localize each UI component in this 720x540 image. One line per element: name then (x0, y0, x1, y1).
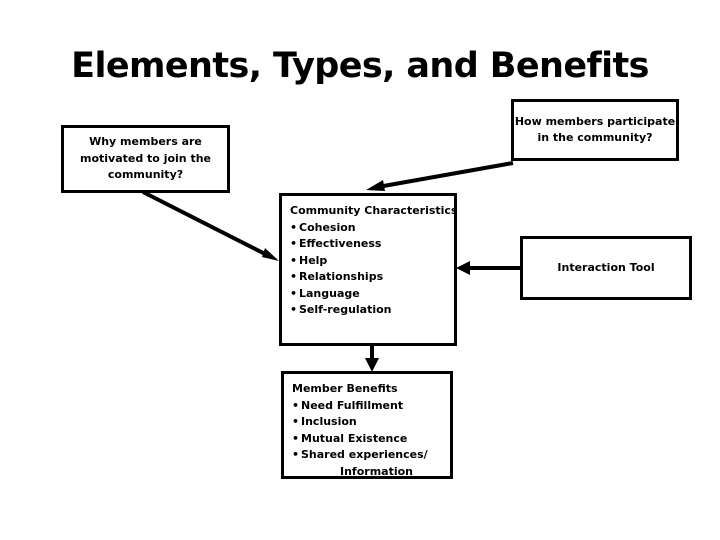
box-motivation-line-2: motivated to join the (79, 151, 212, 165)
box-motivation: Why members are motivated to join the co… (61, 125, 230, 193)
list-item: •Help (290, 253, 454, 270)
list-item: •Relationships (290, 269, 454, 286)
list-item-label: Self-regulation (299, 303, 392, 316)
bullet-icon: • (290, 303, 298, 316)
list-item: •Language (290, 286, 454, 303)
list-item: •Inclusion (292, 414, 450, 431)
bullet-icon: • (290, 237, 298, 250)
box-interaction-tool: Interaction Tool (520, 236, 692, 300)
connector-interaction-to-characteristics (456, 261, 520, 275)
list-item: •Self-regulation (290, 302, 454, 319)
list-item-label: Inclusion (301, 415, 357, 428)
list-item-label: Cohesion (299, 220, 356, 234)
bullet-icon: • (292, 431, 300, 445)
box-participation-line-2: in the community? (537, 131, 653, 144)
list-item: •Mutual Existence (292, 431, 450, 448)
list-item-label: Effectiveness (299, 237, 382, 250)
bullet-icon: • (290, 253, 298, 267)
box-motivation-line-1: Why members are (89, 135, 202, 149)
list-item-label: Shared experiences/ (301, 448, 428, 461)
list-item: •Effectiveness (290, 236, 454, 253)
list-item-label: Language (299, 286, 360, 300)
list-item-label: Relationships (299, 270, 384, 283)
list-item-label: Help (299, 253, 328, 267)
box-participation-line-1: How members participate (514, 114, 676, 128)
list-item: •Shared experiences/ (292, 447, 450, 464)
connector-participation-to-characteristics (366, 161, 514, 191)
bullet-icon: • (292, 448, 300, 461)
box-participation: How members participate in the community… (511, 99, 679, 161)
bullet-icon: • (290, 286, 298, 300)
box-benefits-heading: Member Benefits (292, 382, 398, 395)
bullet-icon: • (292, 415, 300, 428)
bullet-icon: • (290, 220, 298, 234)
box-member-benefits: Member Benefits •Need Fulfillment •Inclu… (281, 371, 453, 479)
list-item-continuation: Information (340, 464, 413, 478)
list-item-label: Need Fulfillment (301, 398, 404, 412)
list-item-label: Mutual Existence (301, 431, 408, 445)
list-item: •Cohesion (290, 220, 454, 237)
box-community-characteristics: Community Characteristics •Cohesion •Eff… (279, 193, 458, 346)
connector-motivation-to-characteristics (142, 190, 279, 261)
box-interaction-line-1: Interaction Tool (557, 260, 655, 274)
bullet-icon: • (290, 270, 298, 283)
list-item: •Need Fulfillment (292, 398, 450, 415)
page-title: Elements, Types, and Benefits (71, 46, 649, 86)
box-characteristics-heading: Community Characteristics (290, 204, 458, 217)
bullet-icon: • (292, 398, 300, 412)
box-motivation-line-3: community? (107, 168, 184, 182)
connector-characteristics-to-benefits (365, 346, 379, 372)
